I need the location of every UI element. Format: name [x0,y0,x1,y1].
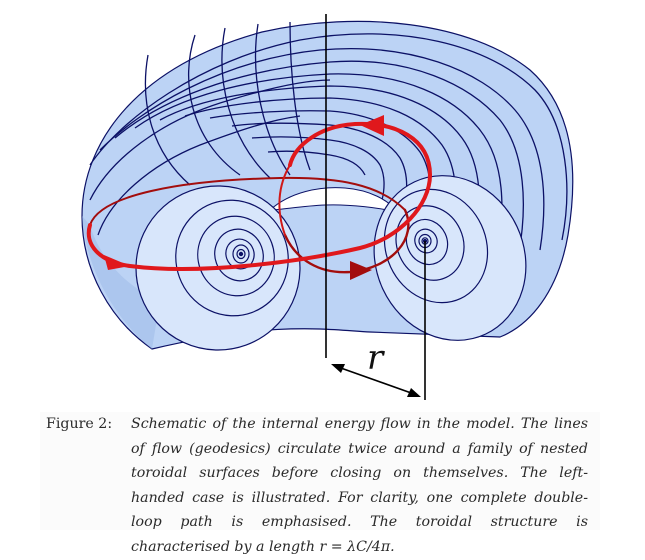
flow-line [187,34,241,176]
loop-segment-back [278,164,291,236]
flow-line [114,60,524,259]
flow-line [159,85,481,256]
flow-line [89,79,331,201]
flow-line [254,23,291,176]
right-section-rings [383,188,489,304]
section-ring [383,188,489,304]
loop-segment-back [89,176,406,226]
figure-caption: Figure 2: Schematic of the internal ener… [40,412,600,555]
section-ring [414,228,438,254]
section-ring [175,199,289,317]
flow-line [231,122,408,209]
section-ring [214,228,264,282]
section-ring [236,248,246,260]
section-core [238,251,244,257]
loop-segment-front [288,121,432,177]
flow-line [99,48,545,251]
section-ring [225,238,255,270]
flow-line [289,21,311,171]
section-ring [395,205,465,281]
figure: r Figure 2: Schematic of the internal en… [40,14,600,555]
radius-arrowhead-left [331,364,345,373]
flow-line [221,27,271,179]
flow-line [97,115,301,236]
toroidal-flow-diagram: r [81,14,574,400]
loop-arrowhead-bottom [350,261,372,280]
section-ring [232,244,250,264]
flow-line [144,54,191,186]
flow-line [267,150,366,176]
radius-arrow [337,366,415,395]
section-ring [405,218,449,266]
left-section-rings [175,199,289,317]
flow-line [89,33,568,241]
caption-text: Schematic of the internal energy flow in… [131,416,588,555]
torus-underside [82,216,160,349]
radius-arrowhead-right [407,388,421,397]
loop-arrowhead-top [360,115,384,136]
radius-label: r [367,338,385,378]
flow-line [134,73,503,263]
flow-line [251,136,385,201]
caption-label: Figure 2: [46,416,113,432]
loop-arrowhead-left [104,255,130,270]
